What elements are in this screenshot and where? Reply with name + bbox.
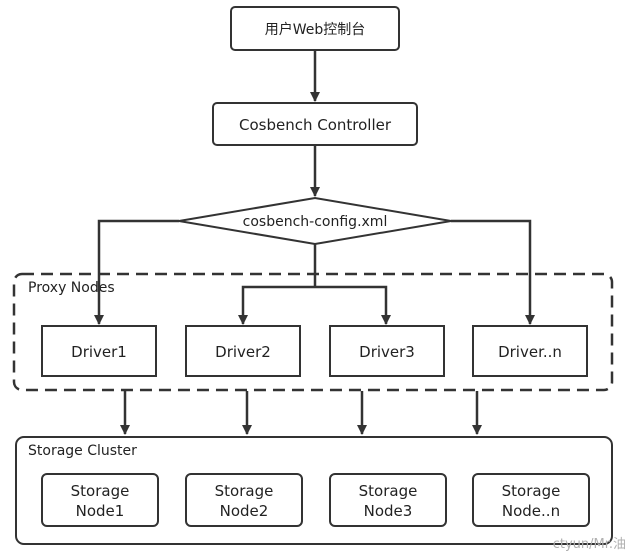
arrow-config-driver1 (94, 219, 179, 325)
storage-node-n-line2: Node..n (502, 502, 560, 520)
storage-node-box-2 (185, 473, 303, 527)
storage-cluster-group (15, 436, 613, 545)
storage-node-n-line1: Storage (502, 482, 561, 500)
web-console-label: 用户Web控制台 (265, 21, 366, 38)
storage-node-2-line2: Node2 (220, 502, 269, 520)
storage-node-2-line1: Storage (215, 482, 274, 500)
storage-node-box-n (472, 473, 590, 527)
storage-cluster-label: Storage Cluster (28, 443, 137, 459)
driver-label-n: Driver..n (498, 343, 562, 361)
storage-node-3-line1: Storage (359, 482, 418, 500)
arrow-config-driver3 (315, 285, 391, 325)
storage-node-1-line2: Node1 (76, 502, 125, 520)
arrow-config-driver2 (238, 285, 315, 325)
driver-label-2: Driver2 (215, 343, 271, 361)
driver-box-3 (329, 325, 445, 377)
driver-box-2 (185, 325, 301, 377)
driver-label-1: Driver1 (71, 343, 127, 361)
controller-label: Cosbench Controller (239, 116, 392, 134)
config-label: cosbench-config.xml (243, 214, 388, 230)
proxy-nodes-label: Proxy Nodes (28, 280, 115, 296)
proxy-nodes-group (12, 272, 614, 392)
watermark: ctyun/Mr.油 (553, 537, 626, 552)
driver-box-1 (41, 325, 157, 377)
arrow-config-drivern (451, 219, 535, 325)
storage-node-box-1 (41, 473, 159, 527)
storage-node-3-line2: Node3 (364, 502, 413, 520)
storage-node-1-line1: Storage (71, 482, 130, 500)
storage-node-box-3 (329, 473, 447, 527)
driver-box-n (472, 325, 588, 377)
driver-label-3: Driver3 (359, 343, 415, 361)
